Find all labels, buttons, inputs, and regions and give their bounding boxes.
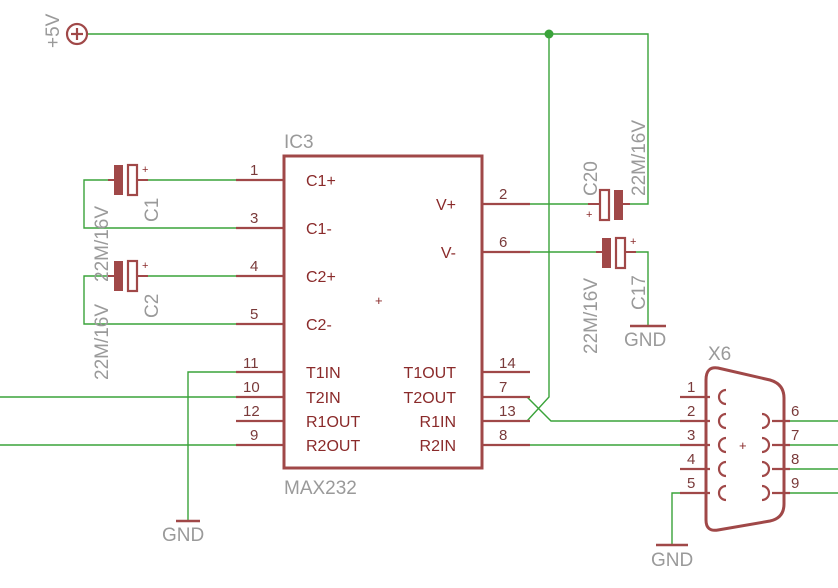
ic-pin-num: 11 (243, 355, 259, 372)
capacitor-c2: + C2 22M/16V (92, 259, 163, 380)
ic-pin-num: 9 (250, 427, 258, 444)
gnd-x6: GND (651, 543, 693, 571)
supply-symbol-icon (65, 22, 89, 46)
x6-pin-num: 1 (687, 379, 695, 396)
gnd-label-c17: GND (624, 330, 666, 351)
ic-pin-num: 4 (250, 258, 258, 275)
ic-max232: IC3 + MAX232 1 3 4 5 11 10 12 (236, 132, 530, 499)
x6-pin-num: 3 (687, 427, 695, 444)
supply-5v: +5V (43, 13, 89, 48)
ic-pin-name: T2IN (306, 390, 341, 407)
connector-x6: X6 + 1 2 3 4 (680, 344, 799, 532)
c20-polarity: + (586, 209, 592, 221)
junction-dot (544, 29, 554, 39)
ic-pin-name: T1OUT (404, 365, 457, 382)
ic-pin-num: 6 (499, 234, 507, 251)
x6-pin-num: 5 (687, 475, 695, 492)
x6-pin-num: 4 (687, 451, 695, 468)
wire-5v-rail (88, 33, 649, 205)
gnd-label-ic: GND (162, 525, 204, 546)
c1-ref: C1 (142, 198, 163, 222)
gnd-c17: GND (624, 324, 666, 351)
ic-pin-name: V+ (436, 197, 456, 214)
ic-pin-num: 14 (499, 355, 516, 372)
c17-value: 22M/16V (581, 278, 602, 354)
ic-pin-name: V- (441, 245, 456, 262)
capacitor-c17: + C17 22M/16V (581, 236, 650, 354)
ic-pin-num: 13 (499, 403, 516, 420)
wire-x6-right (790, 420, 838, 494)
ic-pin-name: C1+ (306, 173, 336, 190)
ic-pin-num: 7 (499, 379, 507, 396)
c17-ref: C17 (629, 275, 650, 310)
gnd-ic: GND (162, 519, 204, 546)
supply-label: +5V (43, 13, 64, 48)
wire-c1-minus (83, 179, 236, 229)
x6-pin-num: 2 (687, 403, 695, 420)
ic-pin-num: 10 (243, 379, 260, 396)
wire-c17-gnd (636, 251, 649, 326)
ic-center-mark: + (375, 293, 383, 308)
ic-pin-name: C1- (306, 221, 332, 238)
wires (0, 33, 838, 545)
x6-pin-num: 6 (791, 403, 799, 420)
capacitor-c1: + C1 22M/16V (92, 163, 163, 282)
c2-ref: C2 (142, 294, 163, 318)
connector-ref: X6 (708, 344, 731, 365)
ic-pin-num: 5 (250, 306, 258, 323)
wire-t1in-gnd (187, 371, 236, 521)
x6-pin-num: 9 (791, 475, 799, 492)
c2-polarity: + (142, 260, 148, 272)
connector-shell (704, 366, 786, 532)
ic-pin-num: 12 (243, 403, 260, 420)
c20-ref: C20 (581, 161, 602, 196)
gnd-label-x6: GND (651, 550, 693, 571)
ic-pin-name: C2+ (306, 269, 336, 286)
c20-value: 22M/16V (629, 120, 650, 196)
c2-value: 22M/16V (92, 304, 113, 380)
ic-pin-num: 2 (499, 186, 507, 203)
connector-center-mark: + (739, 438, 747, 453)
ic-ref: IC3 (284, 132, 314, 153)
ic-pin-name: R1OUT (306, 414, 360, 431)
c1-polarity: + (142, 164, 148, 176)
c1-value: 22M/16V (92, 206, 113, 282)
capacitor-c20: + C20 22M/16V (581, 120, 650, 222)
ic-pin-name: T1IN (306, 365, 341, 382)
ic-pin-name: C2- (306, 317, 332, 334)
ic-pin-name: R2OUT (306, 438, 360, 455)
ic-pin-name: R2IN (420, 438, 456, 455)
ic-pin-num: 8 (499, 427, 507, 444)
x6-pin-num: 7 (791, 427, 799, 444)
ic-value: MAX232 (284, 478, 357, 499)
wire-c2-minus (83, 275, 236, 325)
x6-pin-num: 8 (791, 451, 799, 468)
ic-pin-num: 3 (250, 210, 258, 227)
ic-pin-name: R1IN (420, 414, 456, 431)
wire-x6-gnd (671, 492, 680, 545)
ic-pin-name: T2OUT (404, 390, 457, 407)
c17-polarity: + (630, 236, 636, 248)
ic-body (282, 154, 484, 470)
ic-pin-num: 1 (250, 162, 258, 179)
